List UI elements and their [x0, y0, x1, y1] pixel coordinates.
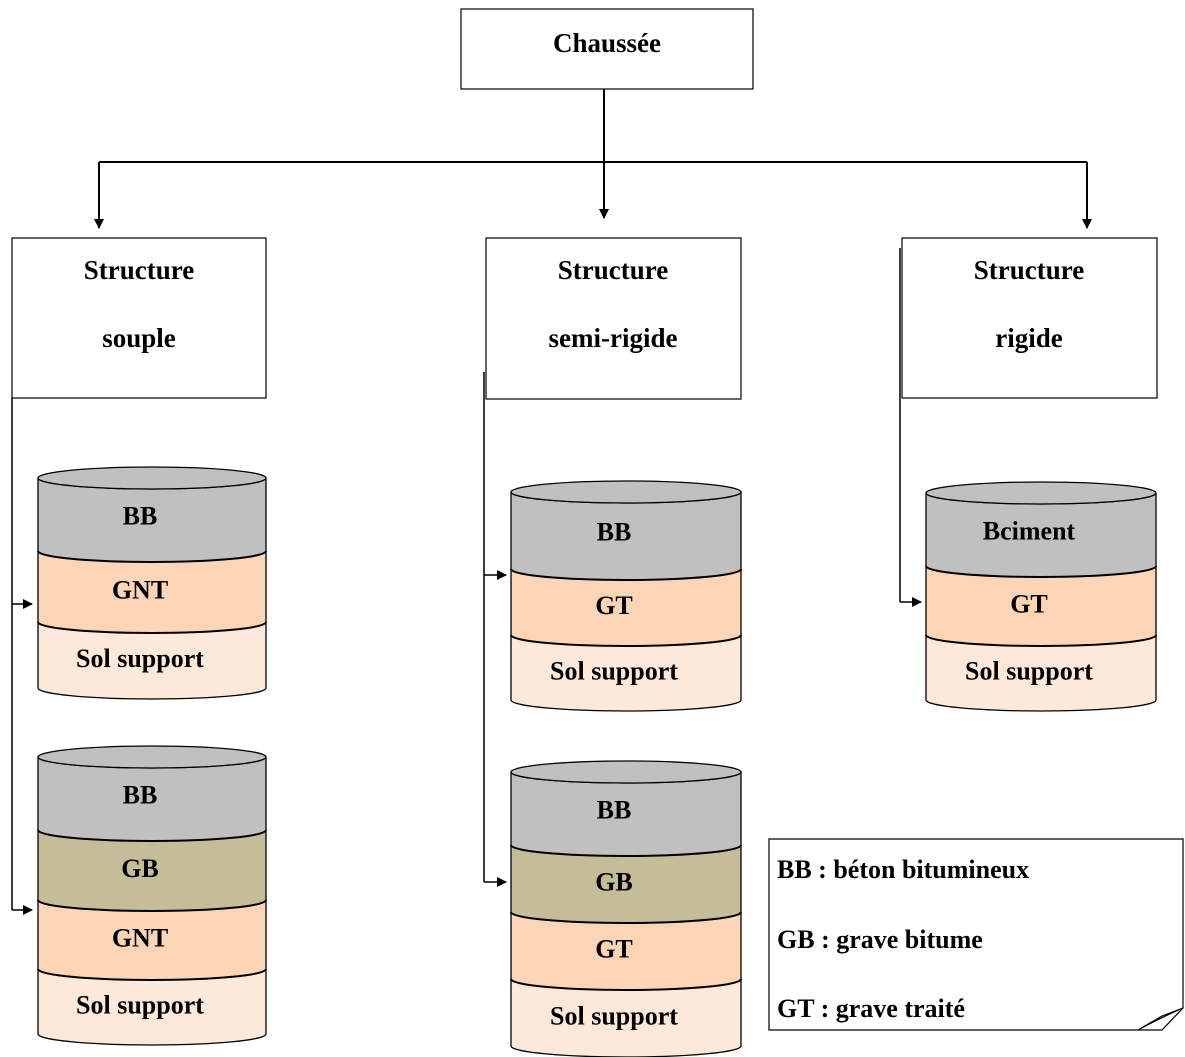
- layer-separator: [510, 978, 742, 991]
- category-rigide-line2: rigide: [995, 323, 1063, 353]
- layer-label: Sol support: [550, 1002, 678, 1031]
- layer-label: BB: [597, 518, 632, 547]
- category-souple-line2: souple: [102, 323, 176, 353]
- root-node: Chaussée: [460, 8, 754, 90]
- category-semi-rigide: Structure semi-rigide: [485, 237, 742, 400]
- category-semi-rigide-line2: semi-rigide: [549, 323, 678, 353]
- layer-separator: [37, 550, 267, 563]
- cylinder-top: [37, 745, 267, 769]
- layer-label: Sol support: [76, 644, 204, 673]
- layer-label: GT: [595, 935, 633, 964]
- layer-label: GNT: [112, 924, 168, 953]
- legend: BB : béton bitumineux GB : grave bitume …: [768, 838, 1184, 1031]
- root-connectors: [94, 89, 1092, 229]
- cylinder-top: [510, 760, 742, 784]
- layer-separator: [510, 844, 742, 857]
- legend-item-bb: BB : béton bitumineux: [777, 855, 1029, 884]
- cylinder-top: [37, 466, 267, 490]
- legend-item-gb: GB : grave bitume: [777, 925, 983, 954]
- layer-label: GT: [1010, 590, 1048, 619]
- layer-label: Sol support: [550, 657, 678, 686]
- category-rigide-line1: Structure: [974, 255, 1084, 285]
- layer-separator: [925, 565, 1157, 578]
- layer-label: Sol support: [76, 991, 204, 1020]
- legend-page-curl-icon: [1137, 1007, 1184, 1031]
- stack-4: BB GB GT Sol support: [510, 760, 742, 1057]
- layer-separator: [37, 899, 267, 912]
- cylinder-top: [510, 480, 742, 504]
- layer-label: GB: [595, 868, 633, 897]
- layer-label: GB: [121, 854, 159, 883]
- layer-label: BB: [597, 796, 632, 825]
- legend-item-gt: GT : grave traité: [777, 994, 965, 1023]
- layer-label: BB: [123, 502, 158, 531]
- category-souple-line1: Structure: [84, 255, 194, 285]
- layer-label: Bciment: [983, 517, 1076, 546]
- root-label: Chaussée: [553, 28, 661, 58]
- layer-label: BB: [123, 781, 158, 810]
- cylinder-top: [925, 481, 1157, 505]
- layer-separator: [925, 634, 1157, 647]
- stack-2: BB GB GNT Sol support: [37, 745, 267, 1046]
- category-semi-rigide-line1: Structure: [558, 255, 668, 285]
- stack-connectors: [11, 248, 922, 915]
- stack-3: BB GT Sol support: [510, 480, 742, 712]
- category-souple: Structure souple: [11, 237, 267, 399]
- layer-separator: [37, 968, 267, 981]
- layer-label: GT: [595, 591, 633, 620]
- layer-separator: [510, 568, 742, 581]
- layer-separator: [510, 911, 742, 924]
- layer-separator: [37, 829, 267, 842]
- category-rigide: Structure rigide: [901, 237, 1158, 399]
- layer-separator: [37, 621, 267, 634]
- layer-label: Sol support: [965, 657, 1093, 686]
- stack-1: BB GNT Sol support: [37, 466, 267, 700]
- layer-separator: [510, 634, 742, 647]
- layer-label: GNT: [112, 576, 168, 605]
